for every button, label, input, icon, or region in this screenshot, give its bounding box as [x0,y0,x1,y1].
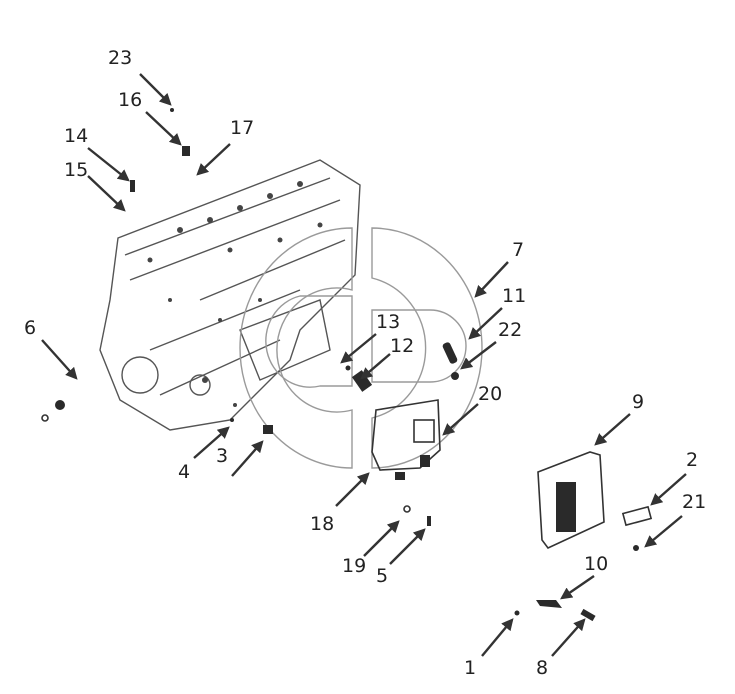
callout-2: 2 [686,449,698,471]
callout-10: 10 [584,553,608,575]
callout-14: 14 [64,125,88,147]
callout-7: 7 [512,239,524,261]
callout-15: 15 [64,159,88,181]
callout-13: 13 [376,311,400,333]
callout-leaders [41,73,687,657]
callout-3: 3 [216,445,228,467]
callout-11: 11 [502,285,526,307]
callout-1: 1 [464,657,476,679]
callout-16: 16 [118,89,142,111]
callout-23: 23 [108,47,132,69]
callout-8: 8 [536,657,548,679]
callout-labels: 23 16 17 14 15 6 7 11 13 12 22 20 9 4 3 … [24,47,706,679]
callout-5: 5 [376,565,388,587]
callout-6: 6 [24,317,36,339]
callout-19: 19 [342,555,366,577]
callout-9: 9 [632,391,644,413]
callout-17: 17 [230,117,254,139]
callout-18: 18 [310,513,334,535]
callout-12: 12 [390,335,414,357]
engine-block-illustration [99,159,361,431]
callout-21: 21 [682,491,706,513]
callout-22: 22 [498,319,522,341]
part-shapes [41,108,653,622]
callout-4: 4 [178,461,190,483]
gp-logo-icon [239,227,483,469]
callout-20: 20 [478,383,502,405]
